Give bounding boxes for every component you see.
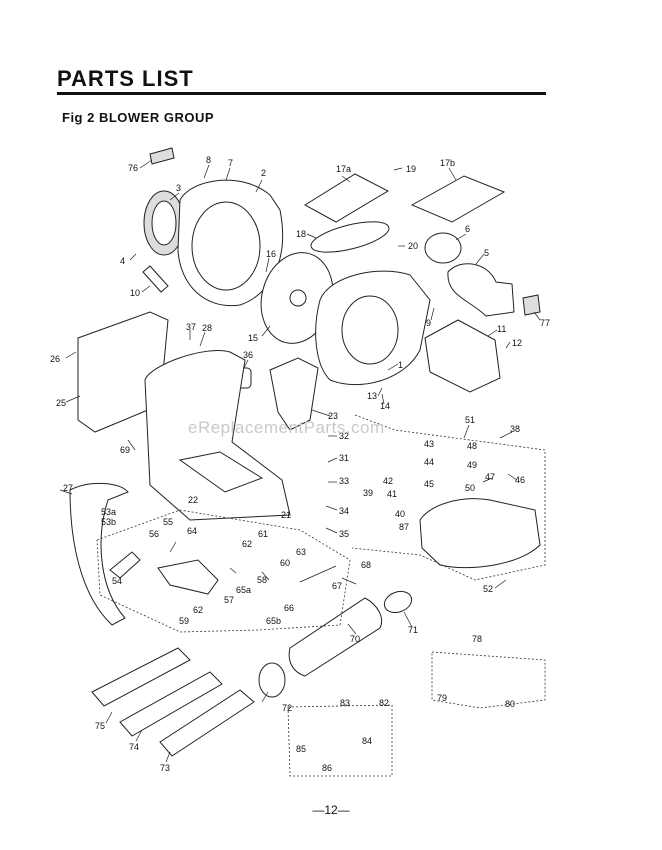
- callout: 39: [363, 488, 373, 498]
- callout: 47: [485, 472, 495, 482]
- callout: 55: [163, 517, 173, 527]
- callout: 27: [63, 483, 73, 493]
- part-outlines: [69, 147, 541, 757]
- callout: 17a: [336, 164, 351, 174]
- callout: 85: [296, 744, 306, 754]
- callout: 21: [281, 510, 291, 520]
- callout: 22: [188, 495, 198, 505]
- callout: 19: [406, 164, 416, 174]
- callout: 17b: [440, 158, 455, 168]
- callout: 75: [95, 721, 105, 731]
- callout: 13: [367, 391, 377, 401]
- callout: 61: [258, 529, 268, 539]
- callout: 46: [515, 475, 525, 485]
- callout: 11: [497, 324, 506, 334]
- callout: 60: [280, 558, 290, 568]
- callout: 65b: [266, 616, 281, 626]
- callout: 31: [339, 453, 349, 463]
- callout: 57: [224, 595, 234, 605]
- callout: 44: [424, 457, 434, 467]
- callout: 72: [282, 703, 292, 713]
- callout: 2: [261, 168, 266, 178]
- callout: 6: [465, 224, 470, 234]
- callout: 62: [193, 605, 203, 615]
- callout: 9: [426, 318, 431, 328]
- callout: 73: [160, 763, 170, 773]
- callout: 50: [465, 483, 475, 493]
- callout: 86: [322, 763, 332, 773]
- group-boundaries: [96, 414, 546, 777]
- callout-labels: 76 8 7 2 17a 19 17b 3 18 20 6 4 16 5 10 …: [50, 155, 550, 773]
- callout: 12: [512, 338, 522, 348]
- callout: 15: [248, 333, 258, 343]
- callout: 84: [362, 736, 372, 746]
- callout: 41: [387, 489, 397, 499]
- callout: 10: [130, 288, 140, 298]
- figure-title: Fig 2 BLOWER GROUP: [62, 110, 214, 125]
- callout: 4: [120, 256, 125, 266]
- leader-lines: [59, 159, 541, 763]
- callout: 35: [339, 529, 349, 539]
- callout: 53b: [101, 517, 116, 527]
- callout: 83: [340, 698, 350, 708]
- callout: 1: [398, 360, 403, 370]
- callout: 87: [399, 522, 409, 532]
- callout: 33: [339, 476, 349, 486]
- callout: 43: [424, 439, 434, 449]
- callout: 7: [228, 158, 233, 168]
- callout: 42: [383, 476, 393, 486]
- callout: 40: [395, 509, 405, 519]
- callout: 34: [339, 506, 349, 516]
- callout: 77: [540, 318, 550, 328]
- callout: 5: [484, 248, 489, 258]
- callout: 37: [186, 322, 196, 332]
- callout: 54: [112, 576, 122, 586]
- callout: 59: [179, 616, 189, 626]
- callout: 16: [266, 249, 276, 259]
- callout: 79: [437, 693, 447, 703]
- callout: 80: [505, 699, 515, 709]
- callout: 36: [243, 350, 253, 360]
- callout: 74: [129, 742, 139, 752]
- callout: 65a: [236, 585, 251, 595]
- callout: 45: [424, 479, 434, 489]
- page-title: PARTS LIST: [57, 66, 194, 91]
- callout: 67: [332, 581, 342, 591]
- callout: 20: [408, 241, 418, 251]
- callout: 25: [56, 398, 66, 408]
- callout: 8: [206, 155, 211, 165]
- callout: 58: [257, 575, 267, 585]
- callout: 56: [149, 529, 159, 539]
- callout: 76: [128, 163, 138, 173]
- callout: 48: [467, 441, 477, 451]
- title-rule: [57, 92, 546, 95]
- callout: 49: [467, 460, 477, 470]
- page-number: —12—: [312, 803, 350, 817]
- callout: 69: [120, 445, 130, 455]
- callout: 63: [296, 547, 306, 557]
- callout: 62: [242, 539, 252, 549]
- callout: 68: [361, 560, 371, 570]
- callout: 52: [483, 584, 493, 594]
- callout: 26: [50, 354, 60, 364]
- callout: 70: [350, 634, 360, 644]
- callout: 78: [472, 634, 482, 644]
- callout: 71: [408, 625, 418, 635]
- callout: 3: [176, 183, 181, 193]
- callout: 53a: [101, 507, 116, 517]
- callout: 28: [202, 323, 212, 333]
- callout: 32: [339, 431, 349, 441]
- callout: 66: [284, 603, 294, 613]
- callout: 64: [187, 526, 197, 536]
- callout: 38: [510, 424, 520, 434]
- callout: 14: [380, 401, 390, 411]
- watermark-text: eReplacementParts.com: [188, 418, 385, 437]
- callout: 82: [379, 698, 389, 708]
- callout: 18: [296, 229, 306, 239]
- callout: 51: [465, 415, 475, 425]
- callout: 23: [328, 411, 338, 421]
